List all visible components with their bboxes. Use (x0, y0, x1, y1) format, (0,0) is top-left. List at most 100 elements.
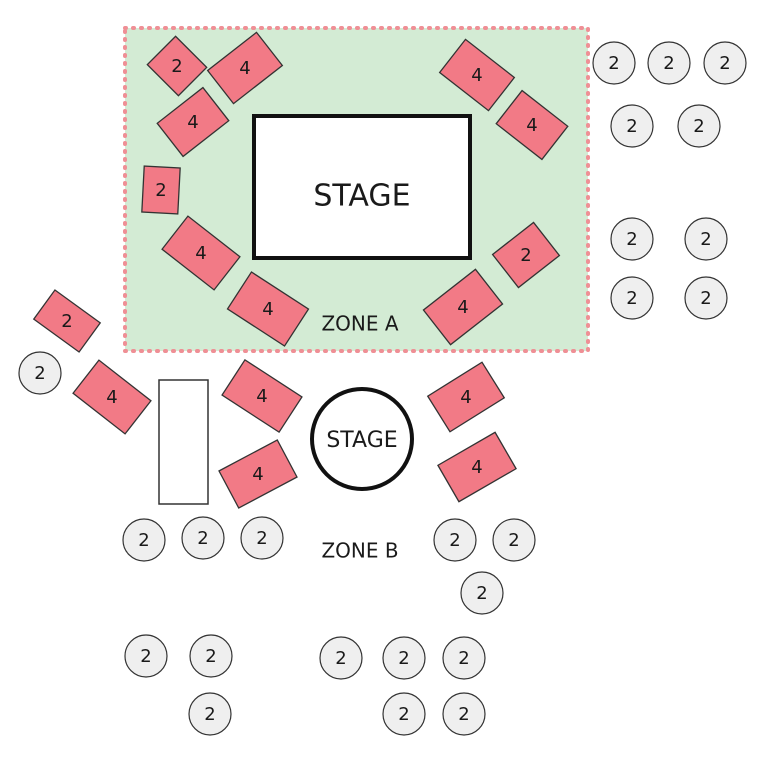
table-shape (141, 165, 181, 215)
table-zoneB-t4[interactable]: 4 (218, 439, 298, 509)
round-seat-count: 2 (663, 53, 674, 74)
round-seat-count: 2 (719, 53, 730, 74)
table-shape (146, 35, 208, 97)
round-seat-count: 2 (626, 288, 637, 309)
round-seat[interactable]: 2 (122, 518, 166, 562)
table-shape (422, 268, 504, 346)
round-seat[interactable]: 2 (610, 276, 654, 320)
round-seat[interactable]: 2 (684, 276, 728, 320)
round-seat[interactable]: 2 (433, 518, 477, 562)
table-zoneB-t5[interactable]: 4 (426, 361, 506, 433)
round-seat-count: 2 (476, 583, 487, 604)
table-seat-count: 4 (239, 58, 250, 79)
round-seat[interactable]: 2 (319, 636, 363, 680)
round-seat[interactable]: 2 (442, 692, 486, 736)
table-seat-count: 4 (106, 387, 117, 408)
bar-counter (158, 379, 209, 505)
table-seat-count: 4 (471, 457, 482, 478)
table-zoneB-t2[interactable]: 4 (72, 359, 152, 435)
stage-main-label: STAGE (313, 179, 410, 214)
table-zoneA-t5[interactable]: 4 (438, 38, 516, 112)
round-seat-count: 2 (458, 648, 469, 669)
round-seat[interactable]: 2 (492, 518, 536, 562)
round-seat-shape (433, 518, 477, 562)
round-seat[interactable]: 2 (647, 41, 691, 85)
table-seat-count: 4 (187, 112, 198, 133)
table-shape (426, 361, 506, 433)
round-seat-shape (684, 276, 728, 320)
table-shape (437, 431, 517, 503)
table-seat-count: 2 (155, 180, 166, 201)
round-seat-count: 2 (204, 704, 215, 725)
round-seat[interactable]: 2 (240, 516, 284, 560)
table-seat-count: 2 (61, 311, 72, 332)
table-zoneB-t6[interactable]: 4 (437, 431, 517, 503)
round-seat-shape (18, 351, 62, 395)
round-seat-shape (442, 636, 486, 680)
table-seat-count: 4 (256, 386, 267, 407)
table-zoneA-t9[interactable]: 2 (491, 221, 561, 289)
stage-round[interactable]: STAGE (310, 387, 414, 491)
table-seat-count: 4 (195, 243, 206, 264)
round-seat[interactable]: 2 (610, 217, 654, 261)
round-seat[interactable]: 2 (684, 217, 728, 261)
table-zoneA-t1[interactable]: 2 (146, 35, 208, 97)
round-seat-shape (610, 104, 654, 148)
table-shape (32, 289, 102, 353)
round-seat-shape (610, 217, 654, 261)
round-seat[interactable]: 2 (124, 634, 168, 678)
round-seat-count: 2 (398, 704, 409, 725)
table-zoneA-t8[interactable]: 4 (226, 271, 310, 347)
table-seat-count: 4 (252, 464, 263, 485)
table-shape (206, 31, 284, 105)
table-zoneA-t7[interactable]: 4 (161, 215, 241, 291)
table-seat-count: 4 (457, 297, 468, 318)
table-zoneA-t10[interactable]: 4 (422, 268, 504, 346)
round-seat[interactable]: 2 (181, 516, 225, 560)
table-zoneB-t3[interactable]: 4 (221, 358, 303, 434)
table-zoneA-t4[interactable]: 2 (141, 165, 181, 215)
round-seat-count: 2 (34, 363, 45, 384)
round-seat-count: 2 (700, 288, 711, 309)
round-seat-shape (677, 104, 721, 148)
table-zoneA-t2[interactable]: 4 (206, 31, 284, 105)
round-seat-shape (684, 217, 728, 261)
stage-main[interactable]: STAGE (252, 114, 472, 260)
round-seat-shape (492, 518, 536, 562)
round-seat-shape (382, 636, 426, 680)
table-shape (72, 359, 152, 435)
round-seat-shape (592, 41, 636, 85)
round-seat-shape (647, 41, 691, 85)
round-seat[interactable]: 2 (382, 636, 426, 680)
round-seat[interactable]: 2 (189, 634, 233, 678)
round-seat-count: 2 (693, 116, 704, 137)
round-seat[interactable]: 2 (703, 41, 747, 85)
table-zoneA-t6[interactable]: 4 (495, 89, 569, 161)
table-shape (491, 221, 561, 289)
round-seat-count: 2 (335, 648, 346, 669)
table-zoneA-t3[interactable]: 4 (156, 86, 230, 158)
round-seat-shape (124, 634, 168, 678)
table-shape (218, 439, 298, 509)
round-seat-count: 2 (205, 646, 216, 667)
round-seat[interactable]: 2 (460, 571, 504, 615)
table-seat-count: 4 (262, 299, 273, 320)
round-seat[interactable]: 2 (188, 692, 232, 736)
table-zoneB-t1[interactable]: 2 (32, 289, 102, 353)
round-seat[interactable]: 2 (677, 104, 721, 148)
round-seat[interactable]: 2 (382, 692, 426, 736)
round-seat[interactable]: 2 (592, 41, 636, 85)
round-seat-count: 2 (449, 530, 460, 551)
round-seat-shape (319, 636, 363, 680)
round-seat-count: 2 (256, 528, 267, 549)
table-seat-count: 2 (171, 56, 182, 77)
round-seat[interactable]: 2 (18, 351, 62, 395)
table-seat-count: 4 (471, 65, 482, 86)
round-seat-shape (610, 276, 654, 320)
round-seat[interactable]: 2 (442, 636, 486, 680)
round-seat-shape (460, 571, 504, 615)
round-seat[interactable]: 2 (610, 104, 654, 148)
round-seat-count: 2 (197, 528, 208, 549)
